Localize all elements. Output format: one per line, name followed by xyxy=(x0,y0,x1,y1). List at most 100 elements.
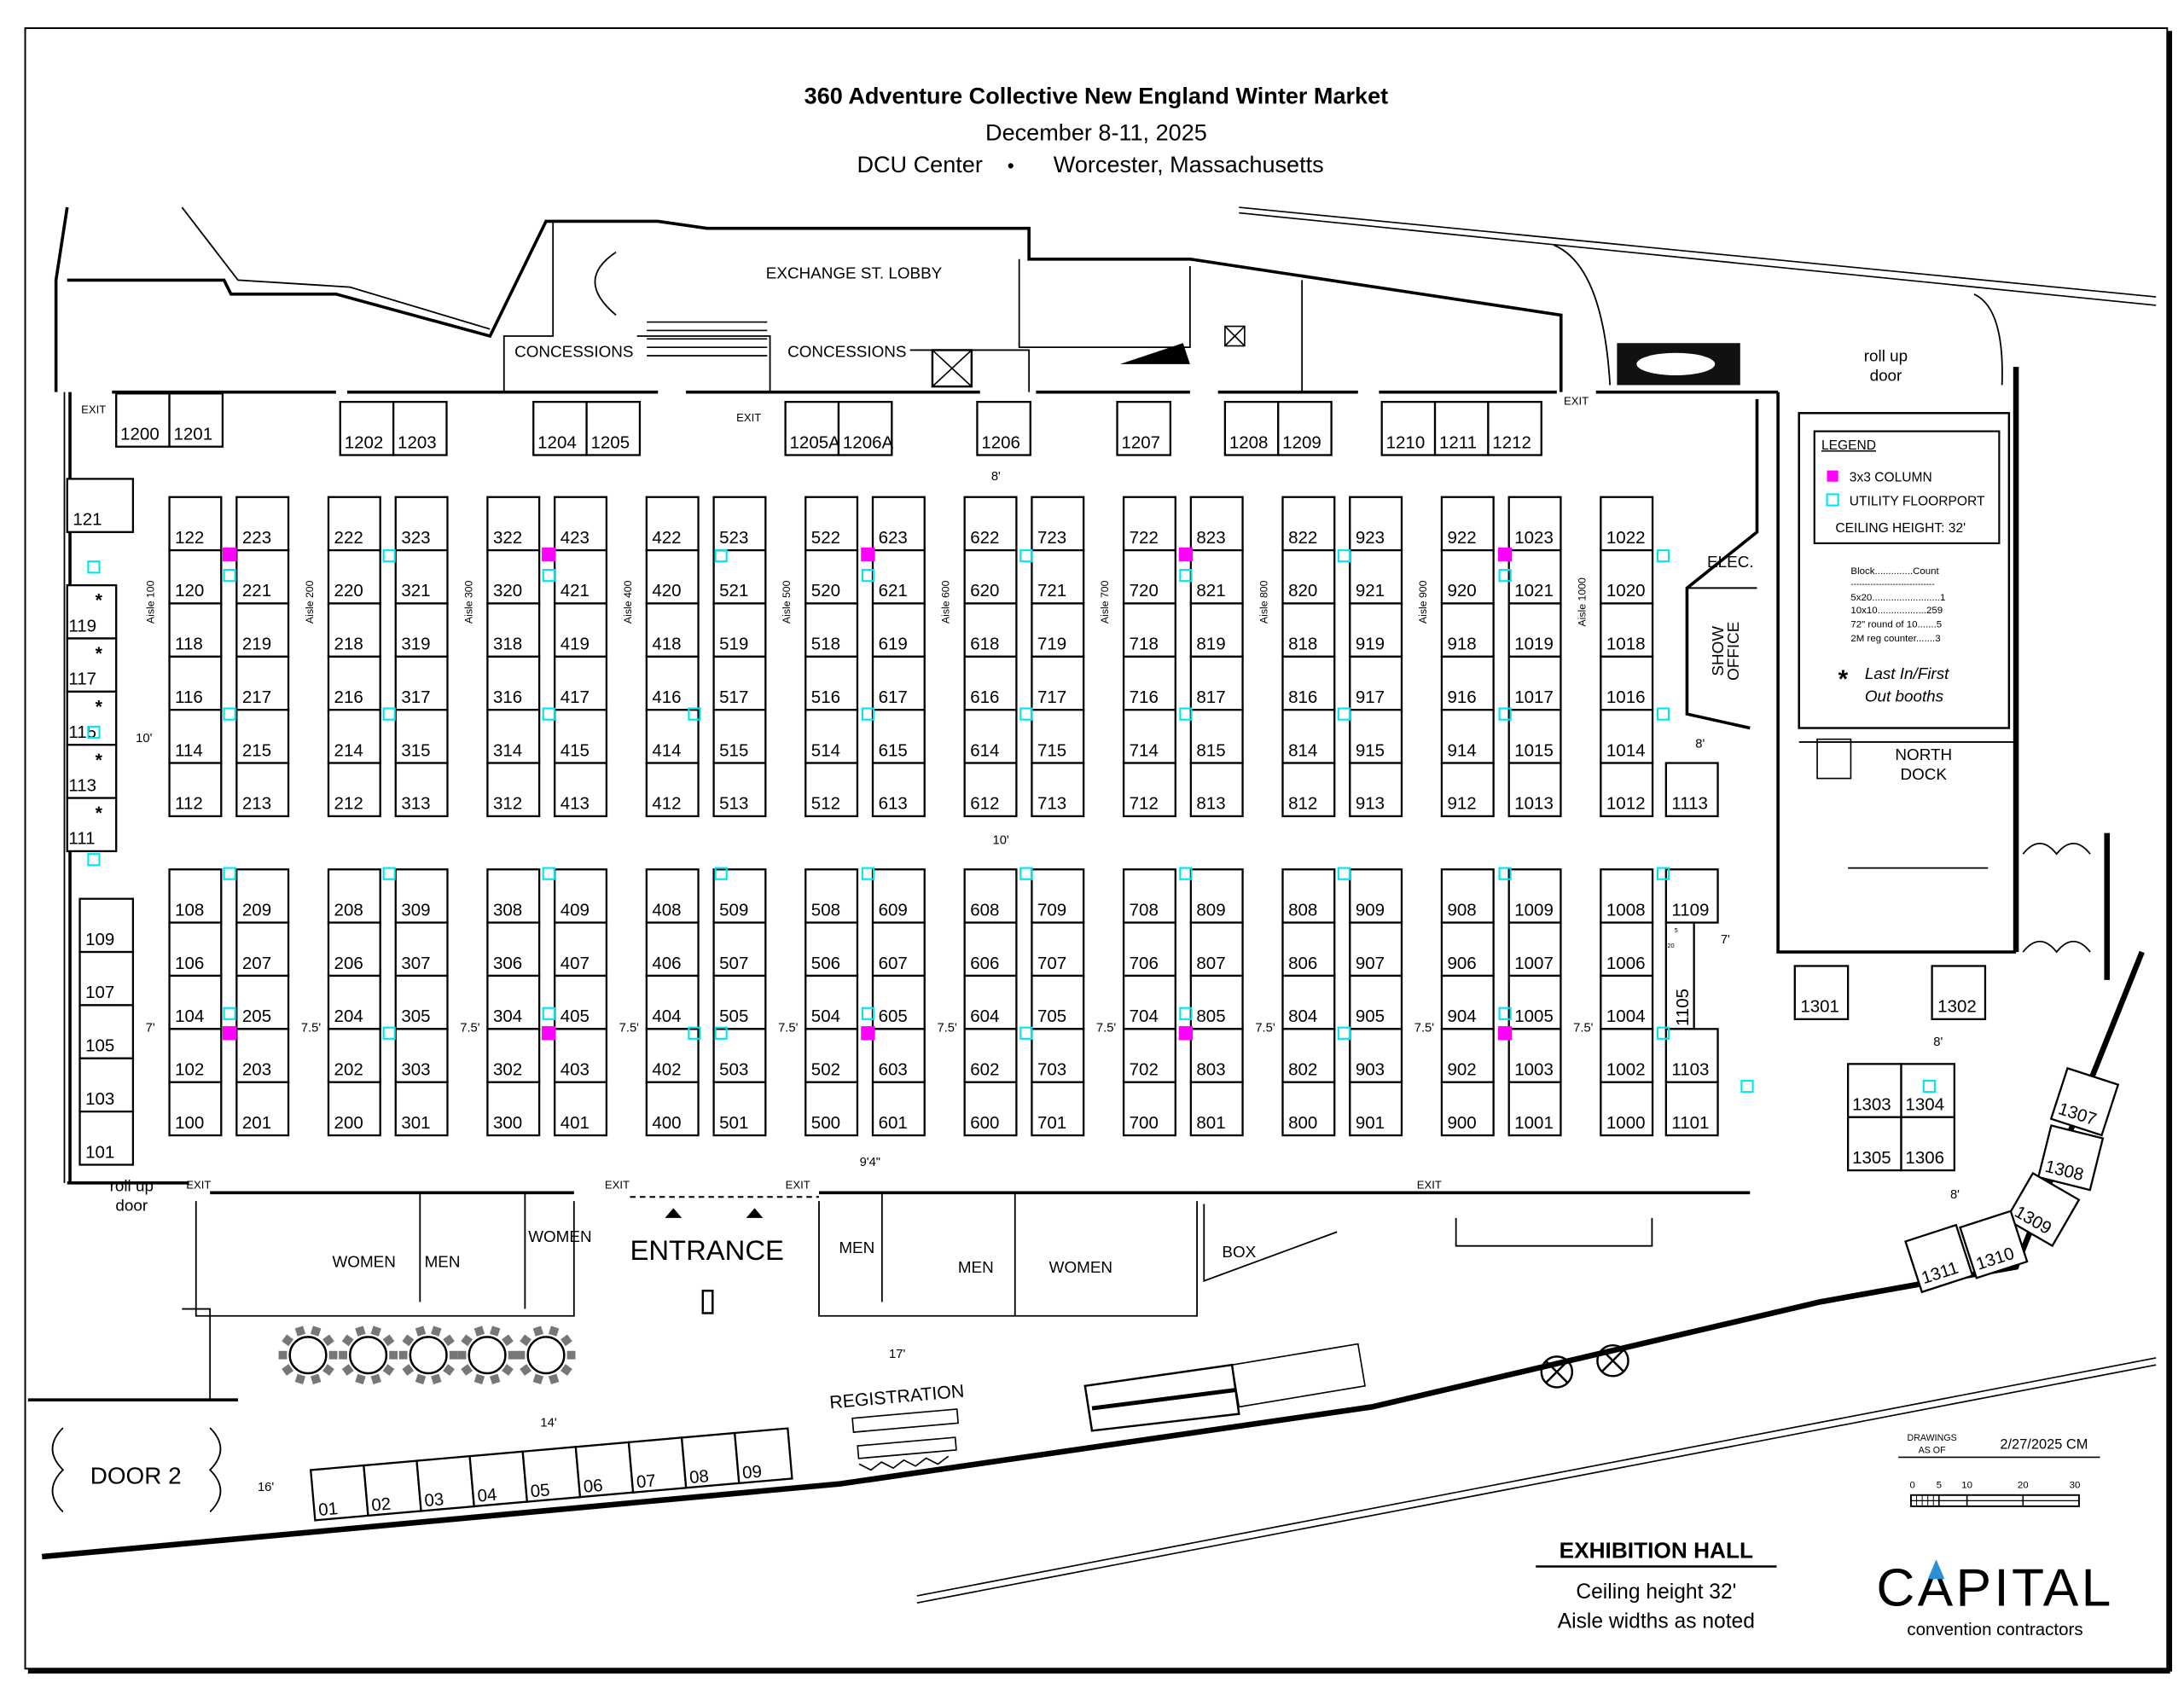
booth[interactable]: 1208 xyxy=(1223,401,1280,456)
booth[interactable]: 117* xyxy=(66,637,118,693)
booth[interactable]: 1015 xyxy=(1507,709,1562,764)
booth[interactable]: 409 xyxy=(554,868,608,924)
booth[interactable]: 318 xyxy=(486,602,541,658)
booth[interactable]: 1006 xyxy=(1600,921,1654,978)
booth[interactable]: 06 xyxy=(574,1441,635,1499)
booth[interactable]: 1003 xyxy=(1507,1028,1562,1083)
booth[interactable]: 1304 xyxy=(1900,1063,1956,1118)
booth[interactable]: 607 xyxy=(871,921,926,978)
booth[interactable]: 916 xyxy=(1440,655,1495,711)
booth[interactable]: 105 xyxy=(78,1004,135,1059)
booth[interactable]: 406 xyxy=(645,921,700,978)
booth[interactable]: 1023 xyxy=(1507,496,1562,552)
booth[interactable]: 02 xyxy=(363,1459,422,1517)
booth[interactable]: 1109 xyxy=(1664,868,1719,924)
booth[interactable]: 323 xyxy=(394,496,449,552)
booth[interactable]: 322 xyxy=(486,496,541,552)
booth[interactable]: 901 xyxy=(1349,1081,1403,1137)
booth[interactable]: 01 xyxy=(309,1464,369,1522)
booth[interactable]: 03 xyxy=(415,1454,475,1512)
booth[interactable]: 1009 xyxy=(1507,868,1562,924)
booth[interactable]: 415 xyxy=(554,709,608,764)
booth[interactable]: 707 xyxy=(1031,921,1085,978)
booth[interactable]: 421 xyxy=(554,548,608,605)
booth[interactable]: 722 xyxy=(1122,496,1176,552)
booth[interactable]: 900 xyxy=(1440,1081,1495,1137)
booth[interactable]: 604 xyxy=(963,974,1018,1030)
booth[interactable]: 305 xyxy=(394,974,449,1030)
booth[interactable]: 1206A xyxy=(837,401,894,456)
booth[interactable]: 621 xyxy=(871,548,926,605)
booth[interactable]: 1014 xyxy=(1600,709,1654,764)
booth[interactable]: 1210 xyxy=(1380,401,1437,456)
booth[interactable]: 822 xyxy=(1281,496,1336,552)
booth[interactable]: 718 xyxy=(1122,602,1176,658)
booth[interactable]: 601 xyxy=(871,1081,926,1137)
booth[interactable]: 913 xyxy=(1349,762,1403,818)
booth[interactable]: 200 xyxy=(327,1081,381,1137)
booth[interactable]: 1302 xyxy=(1931,965,1987,1020)
booth[interactable]: 508 xyxy=(804,868,859,924)
booth[interactable]: 107 xyxy=(78,950,135,1007)
booth[interactable]: 801 xyxy=(1189,1081,1244,1137)
booth[interactable]: 816 xyxy=(1281,655,1336,711)
booth[interactable]: 1020 xyxy=(1600,548,1654,605)
booth[interactable]: 212 xyxy=(327,762,381,818)
booth[interactable]: 523 xyxy=(712,496,767,552)
booth[interactable]: 217 xyxy=(235,655,290,711)
booth[interactable]: 208 xyxy=(327,868,381,924)
booth[interactable]: 1000 xyxy=(1600,1081,1654,1137)
booth[interactable]: 706 xyxy=(1122,921,1176,978)
booth[interactable]: 600 xyxy=(963,1081,1018,1137)
booth[interactable]: 705 xyxy=(1031,974,1085,1030)
booth[interactable]: 1022 xyxy=(1600,496,1654,552)
booth[interactable]: 414 xyxy=(645,709,700,764)
booth[interactable]: 308 xyxy=(486,868,541,924)
booth[interactable]: 908 xyxy=(1440,868,1495,924)
booth[interactable]: 109 xyxy=(78,897,135,954)
booth[interactable]: 619 xyxy=(871,602,926,658)
booth[interactable]: 815 xyxy=(1189,709,1244,764)
booth[interactable]: 1200 xyxy=(115,392,171,448)
booth[interactable]: 717 xyxy=(1031,655,1085,711)
booth[interactable]: 708 xyxy=(1122,868,1176,924)
booth[interactable]: 617 xyxy=(871,655,926,711)
booth[interactable]: 602 xyxy=(963,1028,1018,1083)
booth[interactable]: 1301 xyxy=(1793,965,1850,1020)
booth[interactable]: 902 xyxy=(1440,1028,1495,1083)
booth[interactable]: 509 xyxy=(712,868,767,924)
booth[interactable]: 622 xyxy=(963,496,1018,552)
booth[interactable]: 100 xyxy=(168,1081,223,1137)
booth[interactable]: 805 xyxy=(1189,974,1244,1030)
booth[interactable]: 119* xyxy=(66,583,118,640)
booth[interactable]: 1309 xyxy=(2005,1171,2081,1248)
booth[interactable]: 206 xyxy=(327,921,381,978)
booth[interactable]: 701 xyxy=(1031,1081,1085,1137)
booth[interactable]: 521 xyxy=(712,548,767,605)
booth[interactable]: 704 xyxy=(1122,974,1176,1030)
booth[interactable]: 506 xyxy=(804,921,859,978)
booth[interactable]: 314 xyxy=(486,709,541,764)
booth[interactable]: 520 xyxy=(804,548,859,605)
booth[interactable]: 720 xyxy=(1122,548,1176,605)
booth[interactable]: 1206 xyxy=(976,401,1031,456)
booth[interactable]: 513 xyxy=(712,762,767,818)
booth[interactable]: 300 xyxy=(486,1081,541,1137)
booth[interactable]: 1113 xyxy=(1664,762,1719,818)
booth[interactable]: 813 xyxy=(1189,762,1244,818)
booth[interactable]: 812 xyxy=(1281,762,1336,818)
booth[interactable]: 420 xyxy=(645,548,700,605)
booth[interactable]: 1021 xyxy=(1507,548,1562,605)
booth[interactable]: 716 xyxy=(1122,655,1176,711)
booth[interactable]: 821 xyxy=(1189,548,1244,605)
booth[interactable]: 215 xyxy=(235,709,290,764)
booth[interactable]: 422 xyxy=(645,496,700,552)
booth[interactable]: 1012 xyxy=(1600,762,1654,818)
booth[interactable]: 120 xyxy=(168,548,223,605)
booth[interactable]: 423 xyxy=(554,496,608,552)
booth[interactable]: 912 xyxy=(1440,762,1495,818)
booth[interactable]: 418 xyxy=(645,602,700,658)
booth[interactable]: 122 xyxy=(168,496,223,552)
booth[interactable]: 419 xyxy=(554,602,608,658)
booth[interactable]: 501 xyxy=(712,1081,767,1137)
